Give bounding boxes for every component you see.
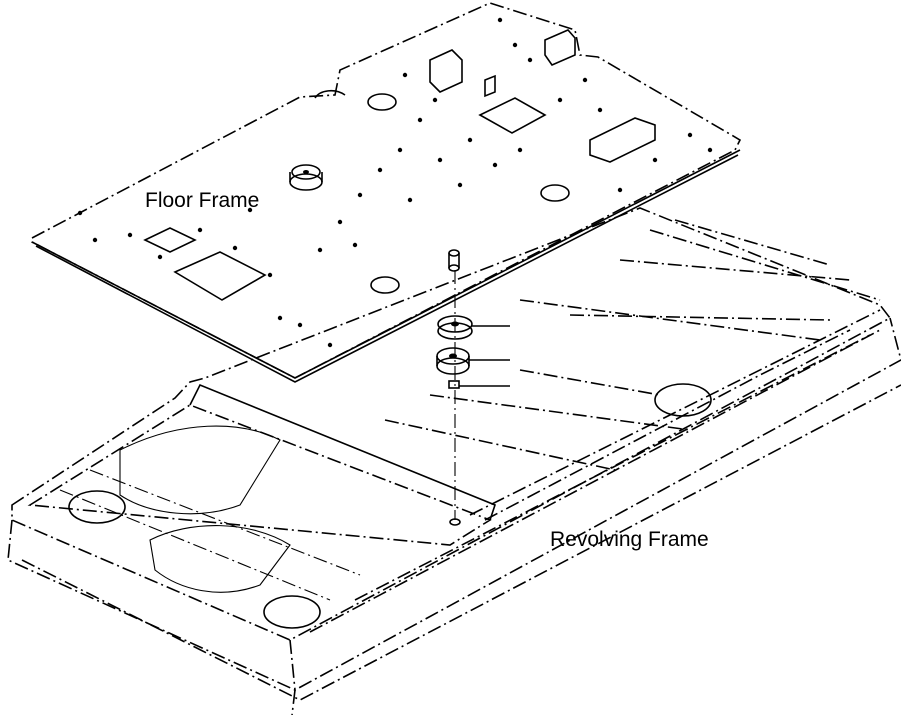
exploded-mount-parts — [436, 249, 510, 520]
floor-frame — [31, 2, 742, 383]
revolving-frame — [7, 207, 901, 715]
mount-nut — [448, 380, 510, 389]
upper-washer — [437, 315, 510, 340]
floor-frame-label: Floor Frame — [145, 189, 260, 212]
mount-bolt — [448, 249, 460, 272]
revolving-frame-label: Revolving Frame — [550, 528, 709, 551]
rubber-cushion — [436, 347, 510, 375]
